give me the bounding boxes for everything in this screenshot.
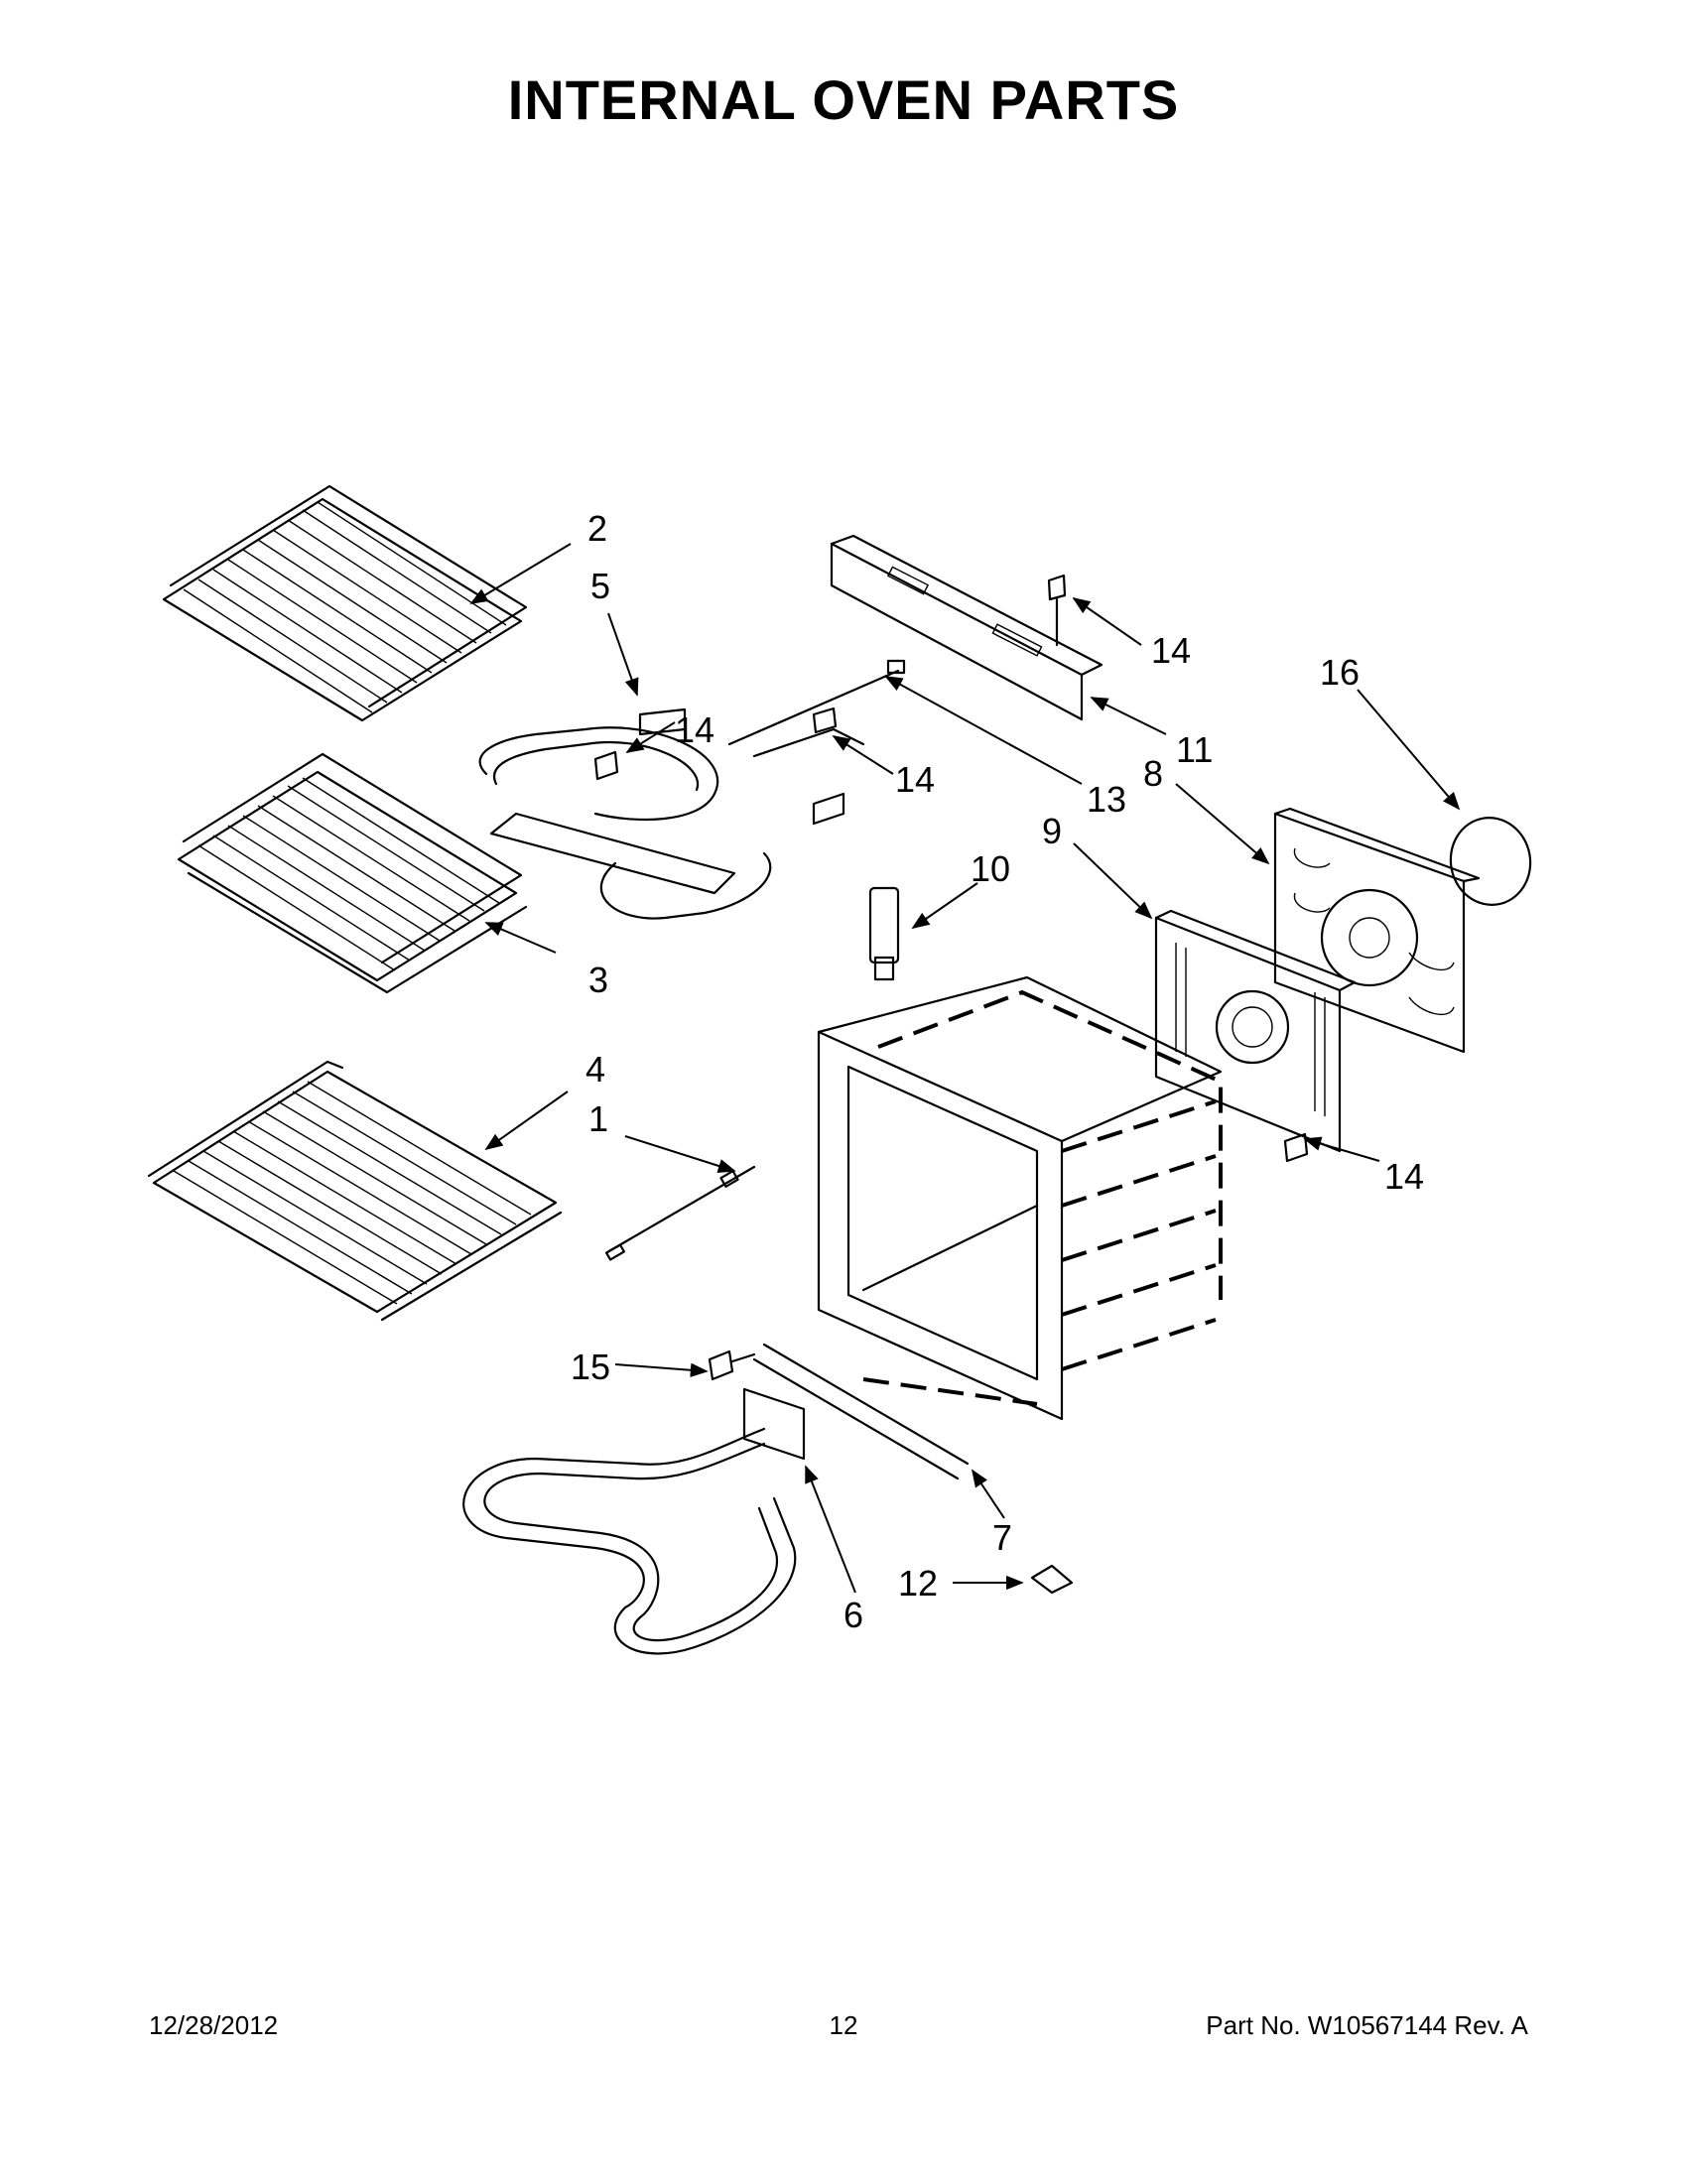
- callout-8: 8: [1143, 753, 1163, 794]
- broil-element-part-5: [478, 707, 845, 920]
- callout-7: 7: [992, 1517, 1012, 1558]
- sensor-part-10: [868, 886, 900, 981]
- oven-rack-part-4: [147, 1060, 563, 1322]
- callout-leaders: [469, 543, 1461, 1594]
- bake-element-part-6: [462, 1387, 806, 1655]
- callout-10: 10: [971, 848, 1010, 889]
- callout-2: 2: [587, 508, 607, 549]
- sensor-part-13: [727, 659, 906, 758]
- footer-date: 12/28/2012: [149, 2010, 279, 2040]
- tube-part-7: [752, 1343, 970, 1480]
- callout-5: 5: [590, 566, 610, 606]
- clip-part-12: [1030, 1564, 1074, 1595]
- footer-page-number: 12: [829, 2010, 858, 2040]
- callout-15: 15: [571, 1347, 610, 1387]
- gasket-part-16: [1449, 817, 1532, 906]
- probe-part-1: [604, 1165, 756, 1261]
- convection-fan-part-8: [1273, 807, 1481, 1054]
- oven-cavity: [817, 975, 1223, 1421]
- callout-14: 14: [895, 759, 935, 800]
- page-title: INTERNAL OVEN PARTS: [507, 68, 1180, 131]
- screw-part-15: [708, 1349, 756, 1381]
- footer-part-number: Part No. W10567144 Rev. A: [1206, 2010, 1528, 2040]
- callout-14: 14: [675, 709, 714, 750]
- callout-13: 13: [1087, 779, 1126, 820]
- screw-part-14: [593, 574, 1309, 1163]
- bracket-part-11: [830, 534, 1103, 721]
- callout-11: 11: [1176, 729, 1213, 770]
- fan-cover-part-9: [1154, 909, 1357, 1153]
- callout-14: 14: [1384, 1156, 1424, 1197]
- callout-6: 6: [844, 1595, 863, 1635]
- callout-12: 12: [898, 1563, 938, 1604]
- callout-1: 1: [588, 1098, 608, 1139]
- oven-rack-part-2: [162, 484, 528, 722]
- callout-3: 3: [588, 960, 608, 1000]
- oven-rack-part-3: [177, 752, 528, 994]
- callout-16: 16: [1320, 652, 1360, 693]
- callout-14: 14: [1151, 630, 1191, 671]
- callout-9: 9: [1042, 811, 1062, 851]
- callout-4: 4: [585, 1049, 605, 1090]
